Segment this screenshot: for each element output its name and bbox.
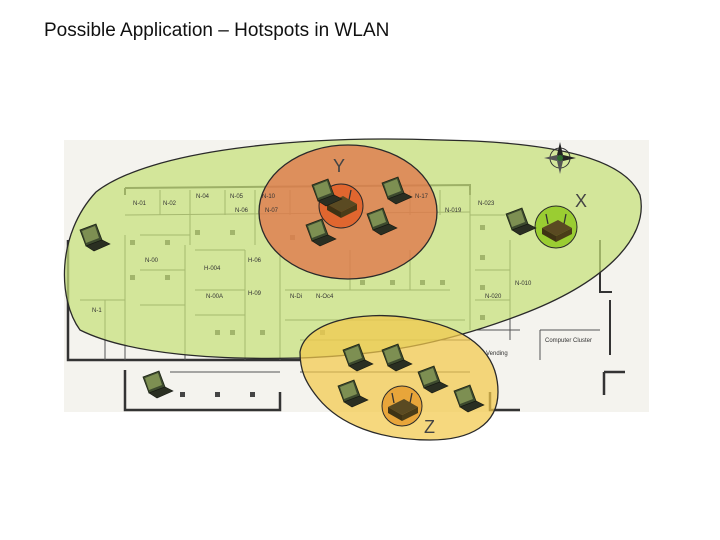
room-label: N-05 xyxy=(230,194,244,200)
room-label: N-10 xyxy=(262,194,276,200)
room-label: N-00 xyxy=(145,258,159,264)
room-label: N-Di xyxy=(290,294,302,300)
room-label: H-06 xyxy=(248,258,262,264)
zone-label-y: Y xyxy=(333,156,345,176)
room-label: N-00A xyxy=(206,294,223,300)
room-labels: N-01 N-02 N-04 N-05 N-06 N-07 N-10 N-17 … xyxy=(92,194,592,357)
vending-label: Vending xyxy=(486,351,508,357)
coverage-zone-z xyxy=(299,315,499,441)
room-label: N-07 xyxy=(265,208,279,214)
room-label: N-019 xyxy=(445,208,462,214)
room-label: H-09 xyxy=(248,291,262,297)
room-label: N-023 xyxy=(478,201,495,207)
room-label: N-17 xyxy=(415,194,429,200)
room-label: N-010 xyxy=(515,281,532,287)
computer-cluster-label: Computer Cluster xyxy=(545,338,592,344)
zone-label-z: Z xyxy=(424,417,435,437)
slide-title: Possible Application – Hotspots in WLAN xyxy=(44,20,390,41)
room-label: N-01 xyxy=(133,201,147,207)
room-label: N-06 xyxy=(235,208,249,214)
room-label: N-Oc4 xyxy=(316,294,334,300)
room-label: N-02 xyxy=(163,201,177,207)
room-label: N-1 xyxy=(92,308,102,314)
zone-label-x: X xyxy=(575,191,587,211)
room-label: N-04 xyxy=(196,194,210,200)
compass-icon xyxy=(544,142,576,174)
room-label: H-004 xyxy=(204,266,221,272)
room-label: N-020 xyxy=(485,294,502,300)
